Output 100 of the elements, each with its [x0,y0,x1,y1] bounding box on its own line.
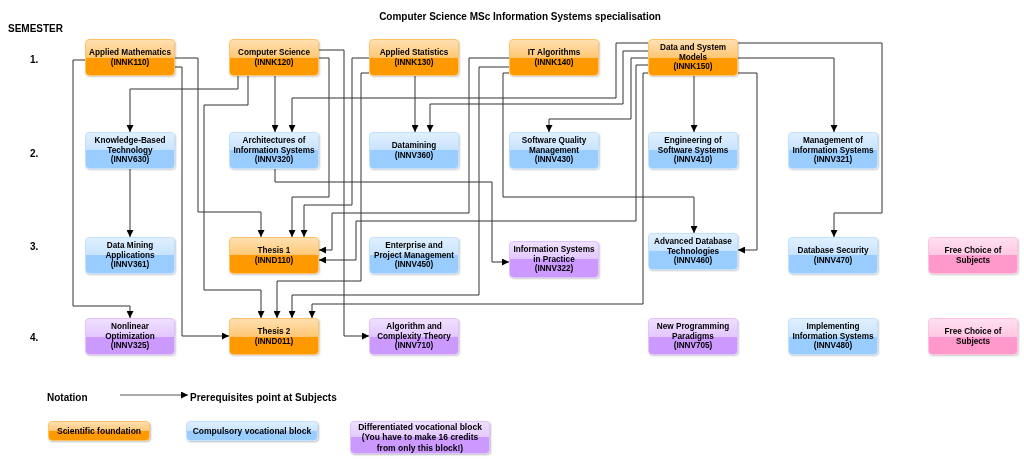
course-box [788,237,878,274]
arrow [126,75,239,133]
course-code: (INNV480) [812,341,853,352]
course-title: Database Security [796,245,870,256]
course-code: (INNV430) [534,155,574,166]
semester-number: 3. [30,240,39,254]
course-title: Information Systems in Practice [512,244,596,264]
arrow [690,75,698,133]
course-title: Data and System Models [659,42,727,62]
axis-heading: SEMESTER [8,22,63,36]
arrow [288,66,510,319]
course-box [369,318,459,355]
course-title: Engineering of Software Systems [656,135,730,156]
arrow [545,57,649,133]
course-box [648,132,738,169]
course-box [85,237,175,274]
course-code: (INNV325) [110,341,150,352]
course-code: (INNV360) [393,150,435,161]
arrow [426,50,649,133]
course-box [509,39,599,76]
course-code: (INNK130) [393,57,435,68]
course-title: Computer Science [237,47,311,58]
legend-label: Prerequisites point at Subjects [190,391,337,405]
course-title: Architectures of Information Systems [232,135,316,156]
course-title: Thesis 2 [256,326,292,337]
arrow [318,57,510,254]
course-title: Datamining [390,140,438,151]
course-code: (INNK150) [672,62,714,73]
course-code: (INNV450) [394,260,434,271]
course-box [928,318,1018,355]
course-box [788,132,878,169]
course-box [229,132,319,169]
legend-swatch: Compulsory vocational block [186,421,318,441]
arrow [737,72,758,254]
course-box [85,39,175,76]
course-box [648,39,738,76]
course-title: Management of Information Systems [791,135,875,156]
legend-swatch: Differentiated vocational block (You have to make 16 credits from only this block!) [350,421,490,454]
course-box [229,39,319,76]
course-code: (INNV321) [812,155,853,166]
arrow [411,75,419,133]
course-code: (INNV460) [673,256,713,267]
course-code: (INNK120) [253,57,295,68]
course-title: Knowledge-Based Technology [93,135,167,156]
course-box [369,132,459,169]
semester-number: 2. [30,147,39,161]
course-title: Algorithm and Complexity Theory [376,321,452,342]
arrow [271,75,279,133]
course-title: Applied Statistics [378,47,450,58]
course-code: (INNV322) [533,264,575,275]
course-box [509,241,599,278]
course-code: (INNV320) [253,155,294,166]
course-box [369,39,459,76]
course-code: (INNV630) [110,155,150,166]
arrow [318,64,649,264]
course-box [648,318,738,355]
course-code: (INNK110) [109,57,151,68]
arrow [174,66,230,340]
course-code: (INNV361) [110,260,150,271]
diagram-title: Computer Science MSc Information Systems specialisation [378,10,662,24]
course-box [648,233,738,270]
course-box [509,132,599,169]
course-title: Enterprise and Project Management [372,240,456,261]
course-title: Nonlinear Optimization [104,321,156,342]
course-code: (INND110) [253,255,295,266]
arrow [502,72,698,234]
notation-heading: Notation [47,391,88,405]
course-code: (INND011) [253,336,295,347]
semester-number: 4. [30,331,39,345]
course-title: IT Algorithms [526,47,582,58]
arrow [300,57,370,238]
course-code: (INNV410) [672,155,713,166]
course-title: Software Quality Management [520,135,588,156]
course-code: (INNV705) [673,341,713,352]
course-box [788,318,878,355]
arrow [174,57,265,238]
arrow [308,72,649,319]
course-code: (INNK140) [533,57,575,68]
course-title: Advanced Database Technologies [653,236,733,257]
arrow [126,168,134,238]
course-title: Free Choice of Subjects [943,245,1003,266]
course-box [928,237,1018,274]
arrow [273,72,370,319]
arrow [274,168,510,266]
semester-number: 1. [30,53,39,67]
course-title: Applied Mathematics [88,47,172,58]
arrow [288,42,649,133]
course-code: (INNV710) [394,341,434,352]
course-box [229,318,319,355]
legend-swatch: Scientific foundation [48,421,150,441]
course-box [85,132,175,169]
course-code: (INNV470) [812,255,854,266]
arrow [737,57,838,133]
course-box [229,237,319,274]
course-title: Implementing Information Systems [791,321,875,342]
course-title: New Programming Paradigms [655,321,731,342]
arrow [203,75,265,319]
arrow [737,42,883,238]
course-title: Thesis 1 [256,245,292,256]
arrow [318,49,370,340]
